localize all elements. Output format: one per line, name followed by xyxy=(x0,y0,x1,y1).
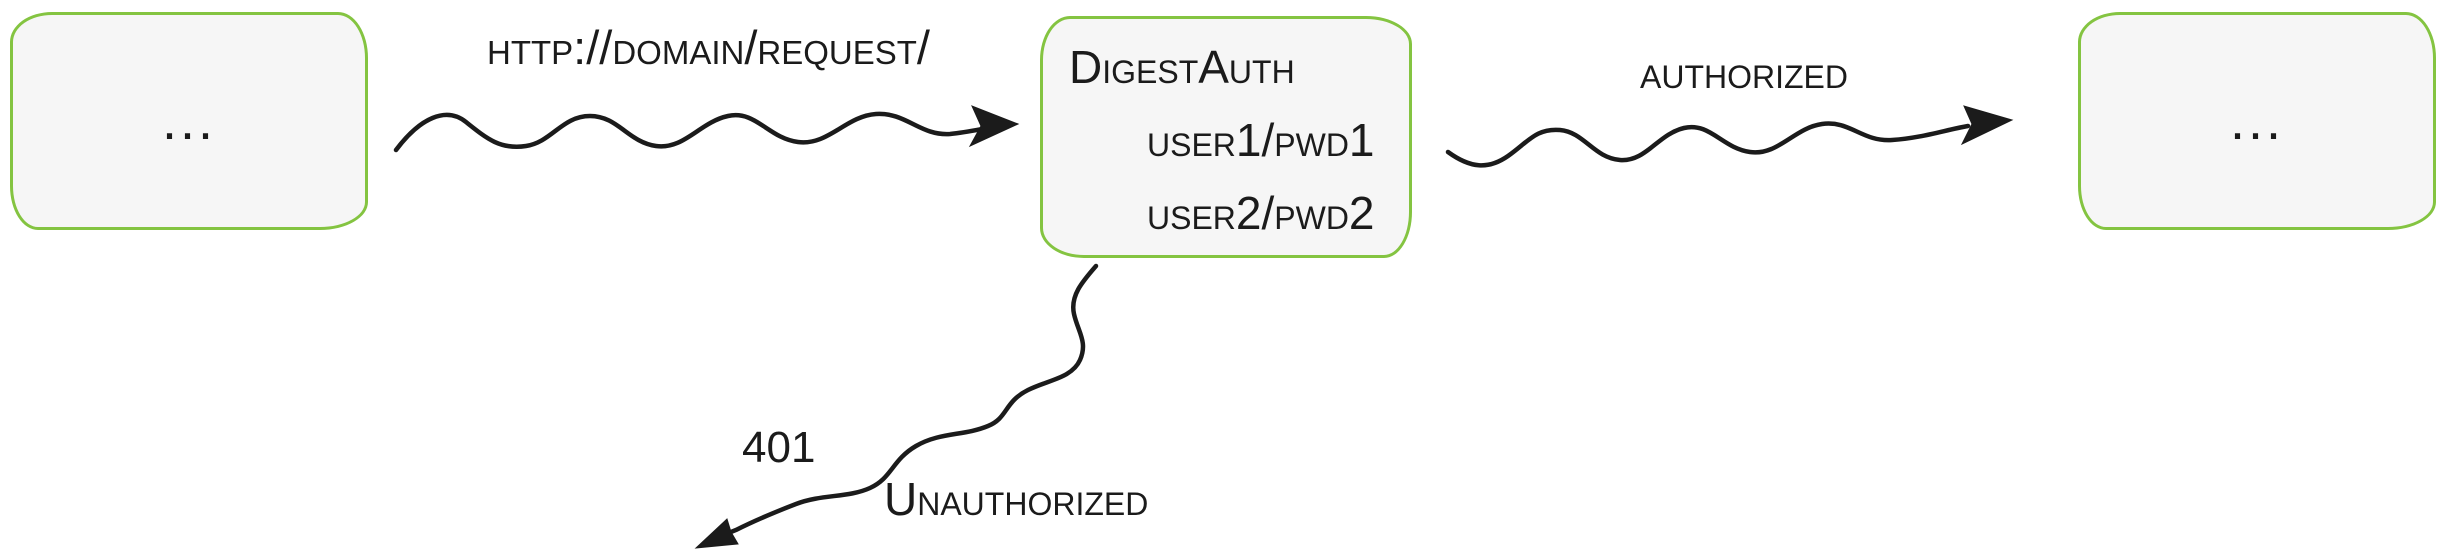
authorized-arrow xyxy=(1445,121,1971,168)
client-box: ... xyxy=(10,12,368,230)
authorized-target-box-label: ... xyxy=(2229,91,2284,151)
credential-user2: user2/pwd2 xyxy=(1147,187,1375,239)
status-code-401: 401 xyxy=(742,423,816,472)
digest-auth-title: DigestAuth xyxy=(1069,41,1295,93)
request-url-label: http://domain/request/ xyxy=(487,21,930,74)
digest-auth-server-box: DigestAuth user1/pwd1 user2/pwd2 xyxy=(1040,16,1412,258)
credential-user1: user1/pwd1 xyxy=(1147,114,1375,166)
unauthorized-arrowhead-icon xyxy=(694,518,739,549)
unauthorized-label: Unauthorized xyxy=(884,473,1149,525)
request-arrowhead-icon xyxy=(968,105,1020,148)
request-arrow xyxy=(393,111,1003,153)
authorized-label: authorized xyxy=(1640,47,1848,98)
authorized-arrowhead-icon xyxy=(1960,105,2014,146)
client-box-label: ... xyxy=(161,91,216,151)
authorized-target-box: ... xyxy=(2078,12,2436,230)
